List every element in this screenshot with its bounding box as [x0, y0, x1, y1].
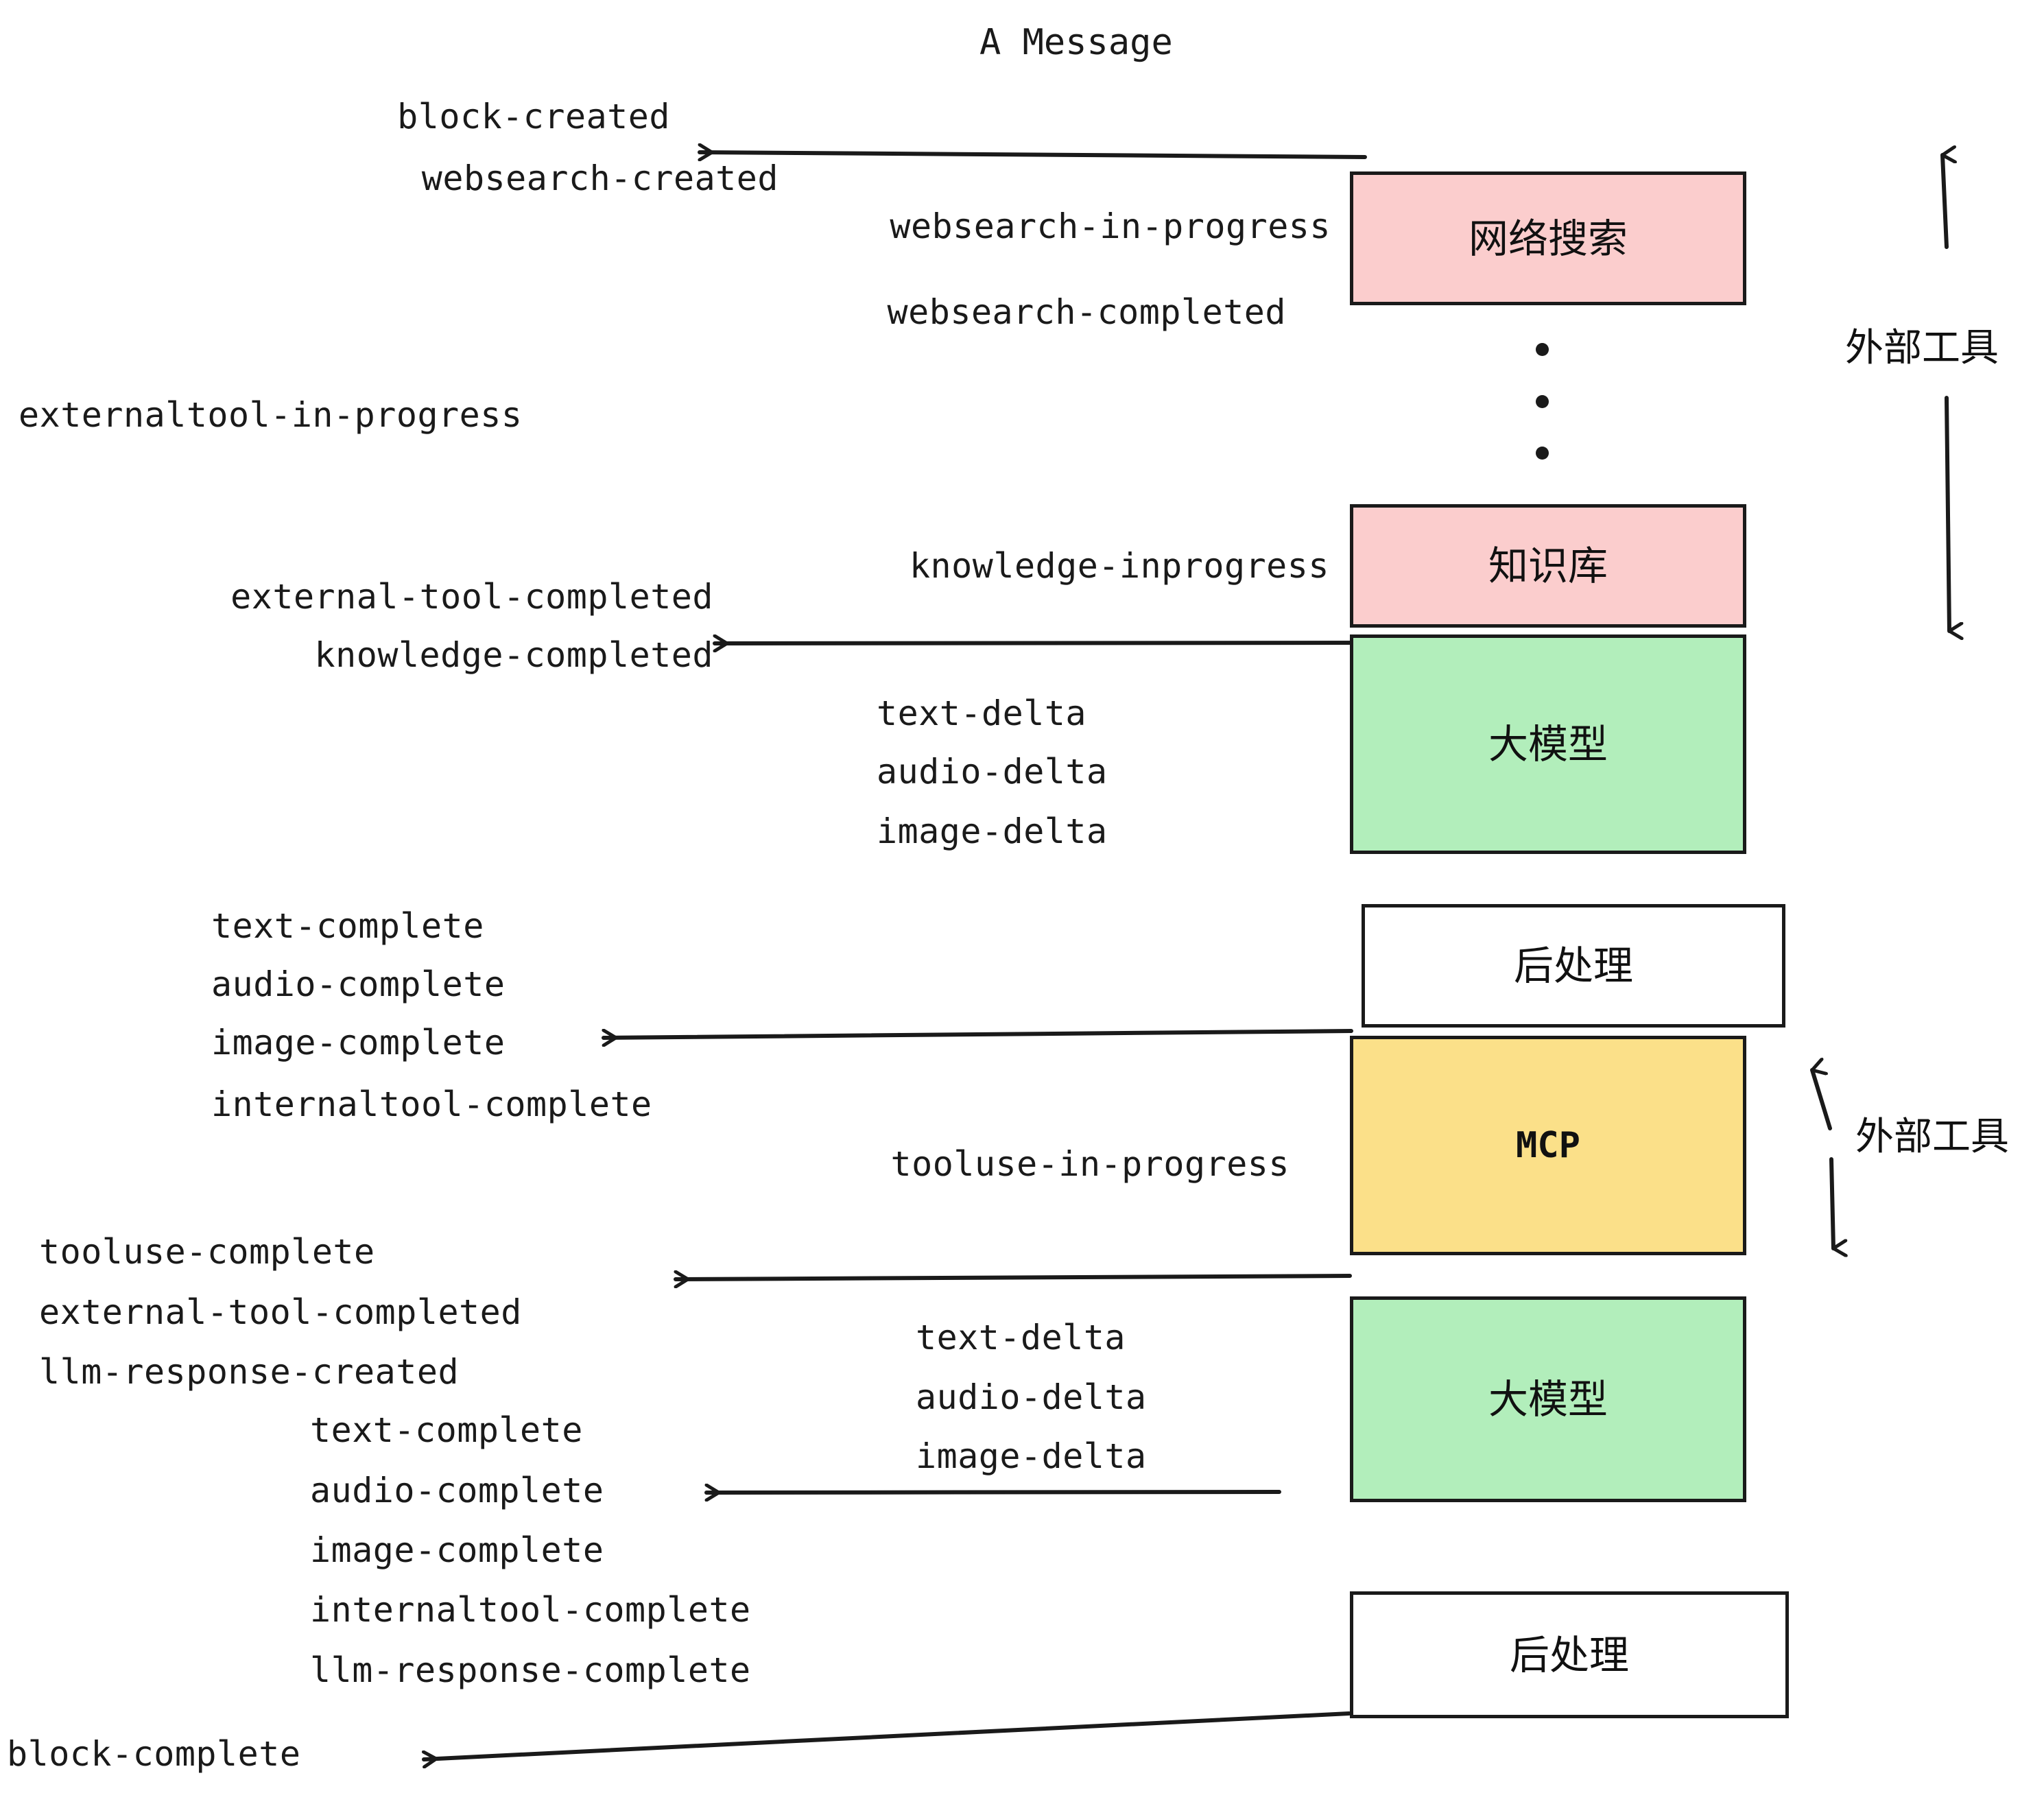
event-label-audio-complete-1: audio-complete: [211, 964, 506, 1004]
box-label-mcp: MCP: [1516, 1125, 1580, 1166]
arrow-websearch-to-block-created: [698, 152, 1367, 157]
event-label-audio-complete-2: audio-complete: [310, 1471, 604, 1510]
event-label-image-delta-1: image-delta: [877, 811, 1108, 851]
event-label-text-complete-1: text-complete: [211, 906, 484, 946]
event-label-audio-delta-2: audio-delta: [916, 1377, 1147, 1417]
box-llm-upper[interactable]: 大模型: [1350, 634, 1746, 854]
arrow-tooluse-complete: [674, 1276, 1352, 1279]
box-label-llm-upper: 大模型: [1488, 721, 1608, 768]
box-label-postprocess-upper: 后处理: [1513, 942, 1633, 989]
box-postprocess-lower[interactable]: 后处理: [1350, 1591, 1789, 1718]
arrow-block-complete: [424, 1711, 1351, 1759]
event-label-externaltool-in-progress: externaltool-in-progress: [19, 395, 523, 435]
event-label-text-delta-2: text-delta: [916, 1318, 1126, 1357]
event-label-block-complete: block-complete: [7, 1734, 301, 1774]
event-label-text-complete-2: text-complete: [310, 1410, 583, 1450]
event-label-audio-delta-1: audio-delta: [877, 752, 1108, 792]
box-postprocess-upper[interactable]: 后处理: [1362, 904, 1785, 1028]
side-label-external-tool-lower: 外部工具: [1855, 1115, 2009, 1159]
external-tool-span-lower: [1810, 1070, 1833, 1248]
arrow-image-complete: [602, 1031, 1353, 1038]
event-label-image-delta-2: image-delta: [916, 1436, 1147, 1476]
ellipsis-dot: [1535, 447, 1549, 460]
box-llm-lower[interactable]: 大模型: [1350, 1296, 1746, 1502]
event-label-websearch-completed: websearch-completed: [887, 292, 1286, 332]
arrow-audio-complete: [704, 1492, 1281, 1493]
event-label-image-complete-1: image-complete: [211, 1023, 506, 1063]
box-label-web-search: 网络搜索: [1468, 215, 1628, 262]
box-label-llm-lower: 大模型: [1488, 1376, 1608, 1423]
event-label-tooluse-in-progress: tooluse-in-progress: [890, 1144, 1290, 1184]
box-web-search[interactable]: 网络搜索: [1350, 171, 1746, 305]
event-label-image-complete-2: image-complete: [310, 1530, 604, 1570]
box-label-postprocess-lower: 后处理: [1509, 1631, 1629, 1678]
event-label-knowledge-completed: knowledge-completed: [314, 635, 713, 675]
ellipsis-dot: [1535, 394, 1549, 408]
box-mcp[interactable]: MCP: [1350, 1036, 1746, 1255]
vertical-ellipsis-icon: [1535, 343, 1549, 460]
event-label-websearch-created: websearch-created: [421, 158, 779, 198]
event-label-tooluse-complete: tooluse-complete: [39, 1232, 375, 1272]
event-label-external-tool-completed-1: external-tool-completed: [230, 577, 713, 617]
page-title: A Message: [979, 22, 1173, 63]
event-label-external-tool-completed-2: external-tool-completed: [39, 1292, 522, 1332]
event-label-block-created: block-created: [397, 97, 670, 137]
event-label-text-delta-1: text-delta: [877, 693, 1087, 733]
event-label-websearch-in-progress: websearch-in-progress: [890, 206, 1331, 246]
box-knowledge-base[interactable]: 知识库: [1350, 504, 1746, 628]
event-label-llm-response-created: llm-response-created: [39, 1352, 460, 1392]
box-label-knowledge-base: 知识库: [1488, 543, 1608, 589]
external-tool-span-upper: [1940, 155, 1949, 631]
event-label-knowledge-inprogress: knowledge-inprogress: [909, 546, 1329, 586]
side-label-external-tool-upper: 外部工具: [1845, 326, 1999, 370]
event-label-llm-response-complete: llm-response-complete: [310, 1650, 751, 1690]
event-label-internaltool-complete-2: internaltool-complete: [310, 1590, 751, 1630]
ellipsis-dot: [1535, 343, 1549, 356]
event-label-internaltool-complete-1: internaltool-complete: [211, 1084, 652, 1124]
